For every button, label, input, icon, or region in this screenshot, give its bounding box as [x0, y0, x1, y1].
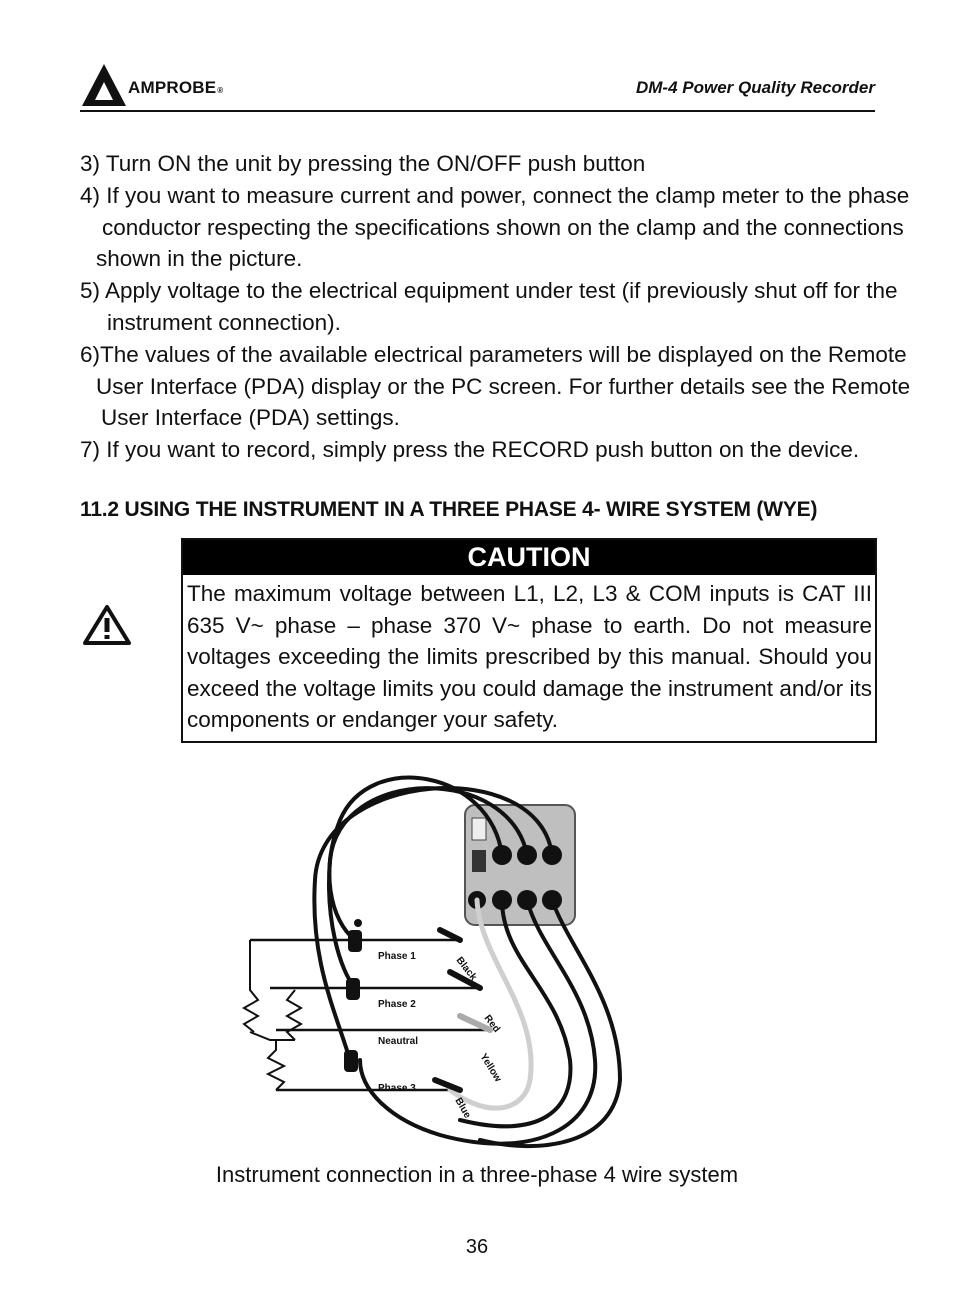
step-line: instrument connection).	[107, 309, 341, 335]
current-clamps	[344, 919, 362, 1072]
step-line: 3) Turn ON the unit by pressing the ON/O…	[80, 151, 646, 176]
step-4: 4) If you want to measure current and po…	[80, 180, 910, 275]
step-7: 7) If you want to record, simply press t…	[80, 434, 875, 466]
brand-name: AMPROBE®	[128, 78, 224, 97]
step-line: conductor respecting the specifications …	[102, 214, 904, 240]
figure-caption: Instrument connection in a three-phase 4…	[215, 1162, 739, 1187]
transformer-windings	[241, 940, 304, 1091]
step-line: 5) Apply voltage to the electrical equip…	[80, 278, 898, 304]
page-number: 36	[465, 1236, 489, 1258]
step-6: 6)The values of the available electrical…	[80, 339, 911, 434]
recorder-device	[464, 804, 576, 926]
connection-diagram: Phase 1 Phase 2 Neautral Phase 3 Black R…	[241, 775, 623, 1149]
bus-lines	[250, 938, 490, 1092]
step-line: User Interface (PDA) settings.	[101, 405, 400, 431]
test-leads	[312, 775, 623, 1149]
amprobe-logo: AMPROBE®	[80, 62, 280, 108]
yellow-lead-label: Yellow	[477, 1052, 503, 1084]
document-title: DM-4 Power Quality Recorder	[635, 78, 875, 97]
step-line: 4) If you want to measure current and po…	[80, 182, 910, 208]
step-5: 5) Apply voltage to the electrical equip…	[80, 275, 898, 339]
caution-text: The maximum voltage between L1, L2, L3 &…	[187, 581, 872, 733]
caution-title: CAUTION	[183, 540, 875, 575]
phase-3-label: Phase 3	[378, 1083, 416, 1094]
step-line: shown in the picture.	[96, 246, 303, 272]
amprobe-triangle-icon	[82, 64, 126, 106]
caution-box: CAUTION The maximum voltage between L1, …	[181, 538, 877, 743]
section-heading: 11.2 USING THE INSTRUMENT IN A THREE PHA…	[80, 498, 818, 521]
step-3: 3) Turn ON the unit by pressing the ON/O…	[80, 148, 875, 180]
page-header: AMPROBE® DM-4 Power Quality Recorder	[80, 60, 875, 112]
step-line: 6)The values of the available electrical…	[80, 341, 907, 367]
neutral-label: Neautral	[378, 1036, 418, 1047]
procedure-steps: 3) Turn ON the unit by pressing the ON/O…	[80, 148, 911, 466]
red-lead-label: Red	[482, 1013, 502, 1035]
phase-2-label: Phase 2	[378, 999, 416, 1010]
phase-1-label: Phase 1	[378, 951, 416, 962]
step-line: User Interface (PDA) display or the PC s…	[96, 373, 911, 399]
warning-triangle-icon	[83, 605, 131, 645]
step-line: 7) If you want to record, simply press t…	[80, 437, 860, 463]
